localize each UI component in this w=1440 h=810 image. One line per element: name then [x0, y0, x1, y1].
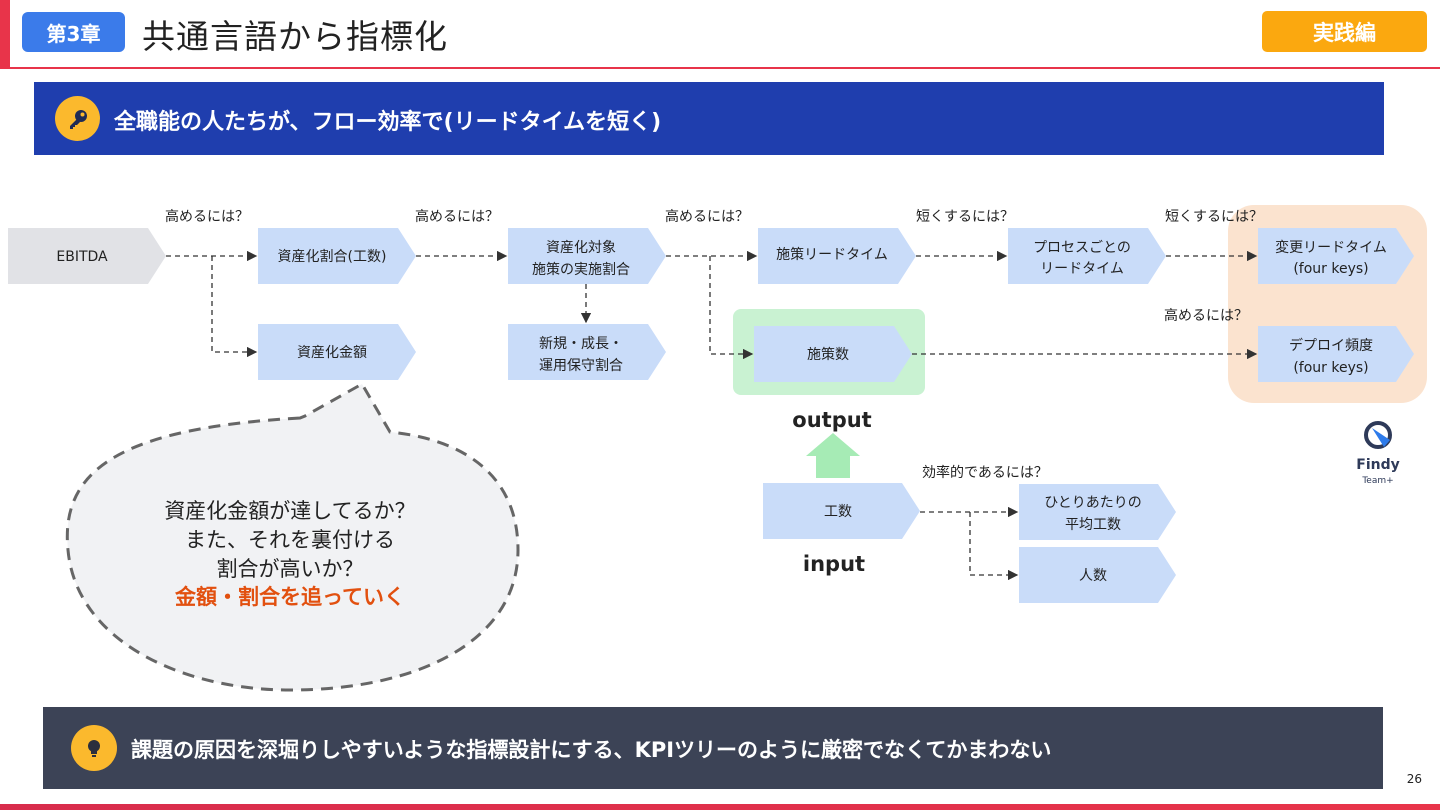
node-deploy-frequency: デプロイ頻度 (four keys) — [1258, 326, 1414, 382]
svg-text:ひとりあたりの: ひとりあたりの — [1044, 495, 1142, 511]
header-divider — [0, 67, 1440, 69]
question-label: 短くするには？ — [1165, 209, 1263, 225]
page-number: 26 — [1406, 772, 1422, 786]
question-label: 効率的であるには？ — [922, 464, 1048, 481]
bubble-line: 割合が高いか？ — [217, 557, 364, 581]
chapter-badge: 第3章 — [22, 12, 125, 52]
svg-text:リードタイム: リードタイム — [1040, 261, 1124, 277]
svg-text:施策の実施割合: 施策の実施割合 — [532, 261, 630, 278]
section-badge: 実践編 — [1262, 11, 1427, 52]
bubble-emphasis: 金額・割合を追っていく — [174, 585, 405, 609]
svg-text:運用保守割合: 運用保守割合 — [539, 357, 623, 374]
node-headcount: 人数 — [1019, 547, 1176, 603]
edge-target-count — [709, 256, 754, 360]
bubble-line: 資産化金額が達してるか？ — [164, 499, 415, 523]
svg-text:資産化対象: 資産化対象 — [546, 240, 616, 256]
svg-text:(four keys): (four keys) — [1293, 360, 1368, 376]
tip-text: 課題の原因を深堀りしやすいような指標設計にする、KPIツリーのように厳密でなくて… — [131, 738, 1052, 762]
svg-text:人数: 人数 — [1079, 568, 1107, 584]
svg-text:工数: 工数 — [824, 504, 852, 520]
question-label: 高めるには？ — [665, 208, 749, 225]
question-label: 高めるには？ — [415, 208, 499, 225]
svg-text:施策リードタイム: 施策リードタイム — [776, 246, 888, 263]
node-new-growth-ops-ratio: 新規・成長・ 運用保守割合 — [508, 324, 666, 380]
slide-title: 共通言語から指標化 — [142, 17, 448, 56]
node-process-lead-time: プロセスごとの リードタイム — [1008, 228, 1166, 284]
svg-text:Findy: Findy — [1356, 457, 1399, 473]
question-label: 高めるには？ — [1164, 307, 1248, 324]
question-label: 短くするには？ — [916, 209, 1014, 225]
key-message-banner: 全職能の人たちが、フロー効率で(リードタイムを短く) — [34, 82, 1384, 155]
node-effort: 工数 — [763, 483, 920, 539]
question-label: 高めるには？ — [165, 208, 249, 225]
svg-text:平均工数: 平均工数 — [1065, 517, 1121, 533]
metric-tree-diagram: EBITDA 資産化割合(工数) 資産化金額 資産化対象 施策の実施割合 新規・… — [8, 205, 1427, 692]
node-ebitda: EBITDA — [8, 228, 166, 284]
input-label: input — [803, 552, 865, 576]
up-arrow-icon — [806, 433, 860, 478]
findy-team-plus-logo: Findy Team+ — [1356, 421, 1400, 486]
tip-banner: 課題の原因を深堀りしやすいような指標設計にする、KPIツリーのように厳密でなくて… — [43, 707, 1383, 789]
node-initiative-lead-time: 施策リードタイム — [758, 228, 916, 284]
key-message-text: 全職能の人たちが、フロー効率で(リードタイムを短く) — [114, 110, 662, 135]
footer-accent-bar — [0, 804, 1440, 810]
svg-text:新規・成長・: 新規・成長・ — [539, 336, 623, 352]
svg-text:施策数: 施策数 — [807, 346, 849, 363]
edge-effort-headcount — [969, 512, 1019, 581]
node-capitalization-ratio: 資産化割合(工数) — [258, 228, 416, 284]
svg-text:デプロイ頻度: デプロイ頻度 — [1289, 337, 1373, 354]
lightbulb-icon — [71, 725, 117, 771]
node-capitalization-amount: 資産化金額 — [258, 324, 416, 380]
svg-text:EBITDA: EBITDA — [56, 249, 108, 265]
speech-bubble: 資産化金額が達してるか？ また、それを裏付ける 割合が高いか？ 金額・割合を追っ… — [65, 381, 520, 692]
svg-text:Team+: Team+ — [1361, 476, 1393, 486]
node-initiative-count: 施策数 — [754, 326, 912, 382]
node-avg-effort-per-person: ひとりあたりの 平均工数 — [1019, 484, 1176, 540]
svg-text:プロセスごとの: プロセスごとの — [1033, 240, 1131, 256]
node-change-lead-time: 変更リードタイム (four keys) — [1258, 228, 1414, 284]
svg-text:資産化金額: 資産化金額 — [297, 345, 367, 361]
key-icon — [55, 96, 100, 141]
header-accent-bar — [0, 0, 10, 68]
svg-text:変更リードタイム: 変更リードタイム — [1275, 239, 1387, 256]
svg-text:(four keys): (four keys) — [1293, 261, 1368, 277]
svg-text:資産化割合(工数): 資産化割合(工数) — [278, 248, 387, 265]
output-label: output — [792, 408, 871, 432]
edge-ebitda-amount — [211, 256, 258, 358]
bubble-line: また、それを裏付ける — [185, 528, 395, 552]
node-capitalization-target: 資産化対象 施策の実施割合 — [508, 228, 666, 284]
